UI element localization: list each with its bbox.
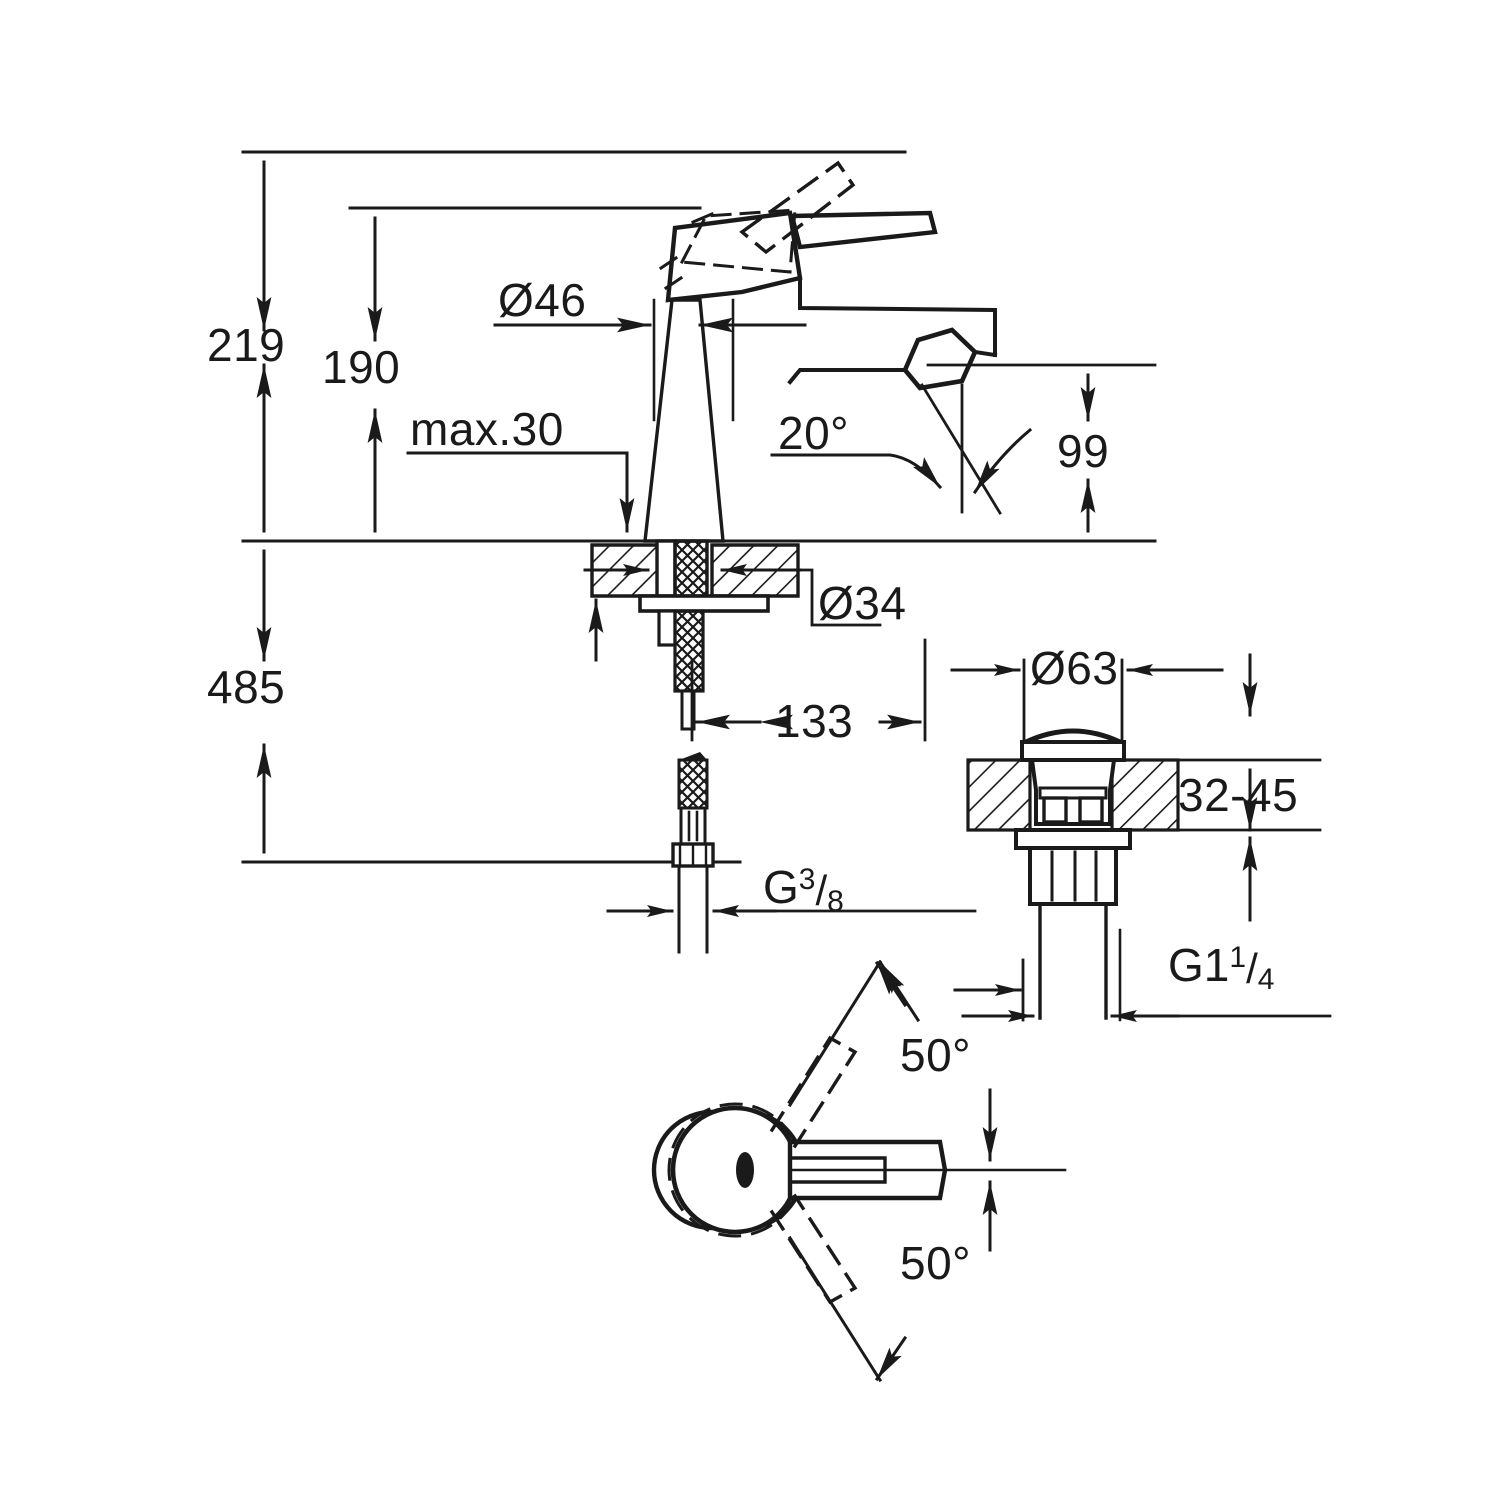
thread-supply-slash: /: [815, 867, 828, 914]
dimension-projection: 133: [775, 695, 854, 747]
thread-waste-slash: /: [1246, 945, 1258, 992]
dimension-drain-cap-diameter: Ø63: [1030, 642, 1119, 694]
thread-waste-prefix: G1: [1168, 939, 1230, 991]
dimension-swivel-right: 50°: [900, 1237, 972, 1289]
dimension-spout-clearance: 99: [1057, 425, 1110, 477]
dimension-max-thickness: max.30: [410, 403, 564, 455]
dimension-total-height: 219: [207, 319, 286, 371]
thread-waste-numerator: 1: [1229, 941, 1247, 974]
dimension-body-diameter: Ø46: [498, 274, 587, 326]
dimension-spout-height: 190: [322, 341, 401, 393]
dimension-swivel-left: 50°: [900, 1029, 972, 1081]
thread-waste-label: G11/4: [1168, 938, 1274, 996]
thread-waste-denominator: 4: [1257, 963, 1275, 996]
thread-supply-denominator: 8: [827, 885, 844, 918]
dimension-supply-length: 485: [207, 661, 286, 713]
dimension-spout-angle: 20°: [778, 407, 850, 459]
thread-supply-numerator: 3: [798, 863, 816, 896]
dimension-basin-thickness: 32-45: [1178, 769, 1299, 821]
thread-supply-prefix: G: [763, 861, 799, 913]
dimension-base-diameter: Ø34: [818, 577, 907, 629]
thread-supply-label: G3/8: [763, 860, 844, 918]
